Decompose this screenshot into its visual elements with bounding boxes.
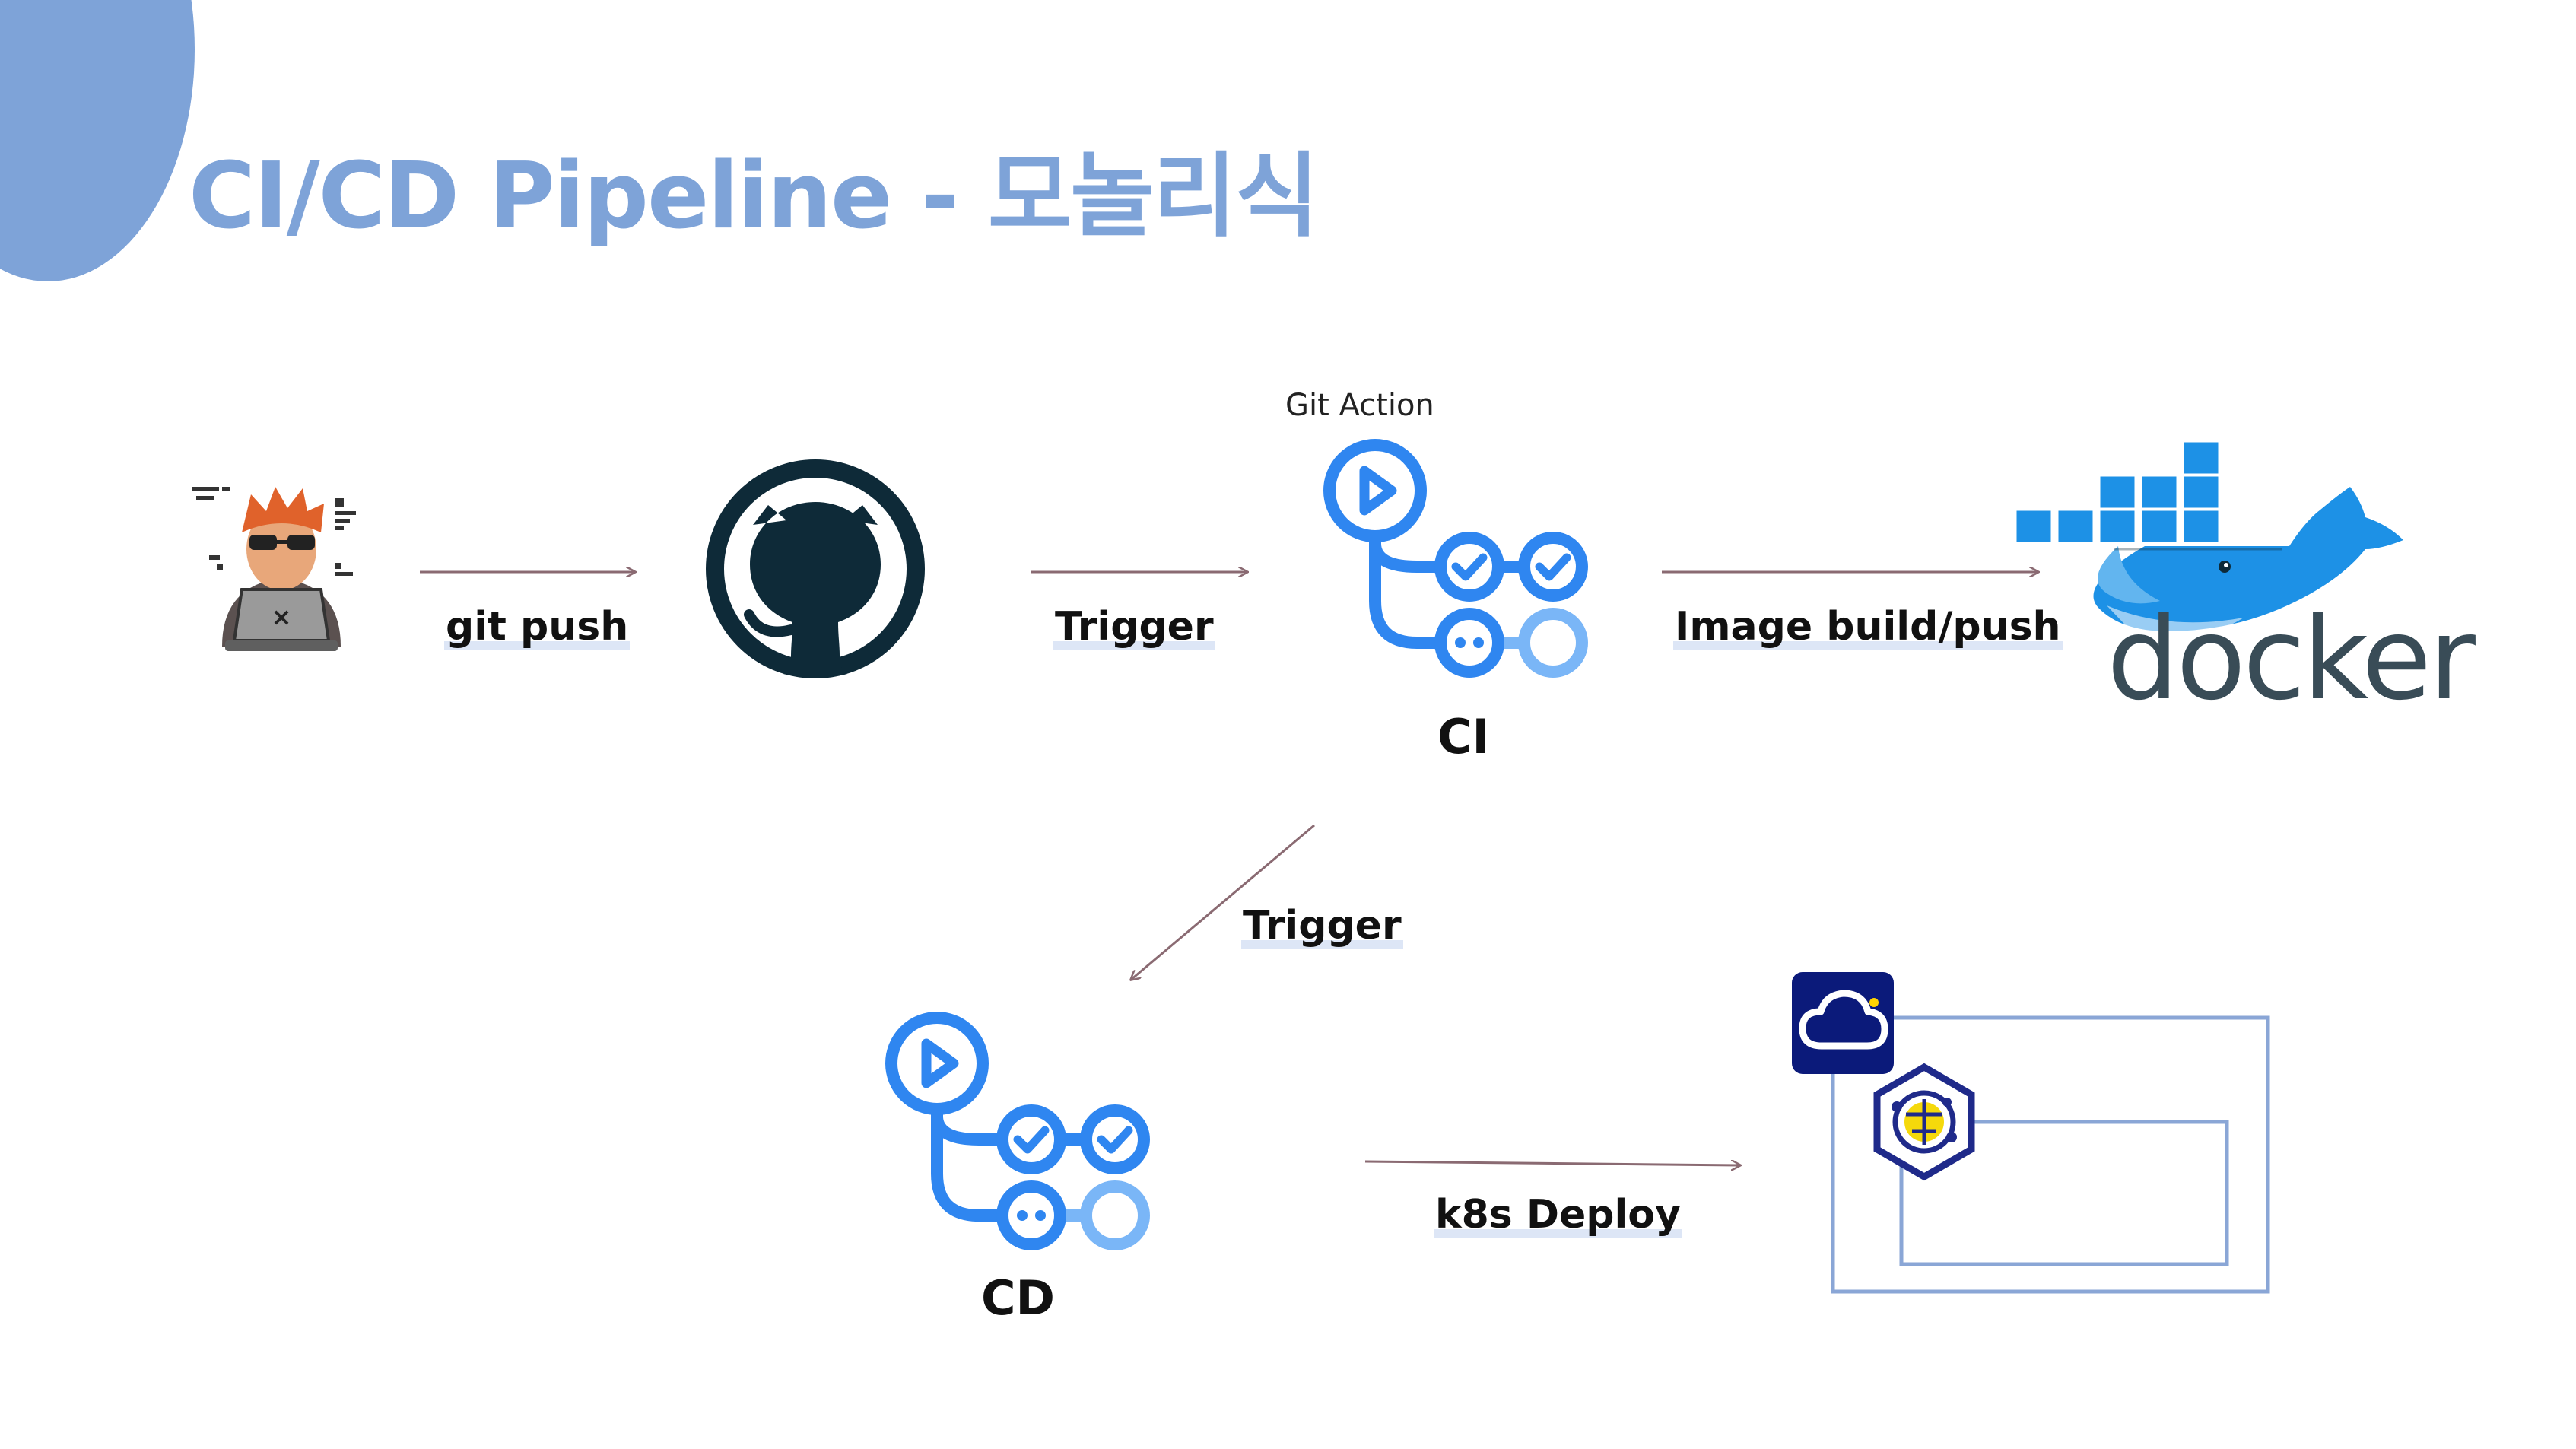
docker-whale-icon [2014,440,2403,640]
svg-text:×: × [272,602,292,631]
ci-label: CI [1437,709,1490,764]
cluster-inner-box [1899,1120,2229,1266]
docker-wordmark: docker [2107,593,2476,726]
github-icon [706,459,925,678]
arrow-k8s-deploy [1364,1161,1740,1165]
kubernetes-icon [1873,1063,1975,1181]
label-k8s-deploy: k8s Deploy [1434,1192,1682,1238]
arrow-trigger-cd [1131,824,1315,980]
cloud-icon [1792,972,1894,1074]
label-trigger-cd: Trigger [1241,903,1403,949]
page-title: CI/CD Pipeline - 모놀리식 [189,144,1319,249]
developer-icon: × [192,487,356,651]
github-actions-icon-ci [1323,439,1588,678]
ci-caption: Git Action [1285,388,1434,423]
label-trigger-ci: Trigger [1053,604,1215,650]
cluster-outer-box [1831,1015,2270,1294]
github-actions-icon-cd [885,1012,1150,1250]
label-git-push: git push [444,604,631,650]
cd-label: CD [981,1270,1055,1326]
label-image-build: Image build/push [1673,604,2063,650]
